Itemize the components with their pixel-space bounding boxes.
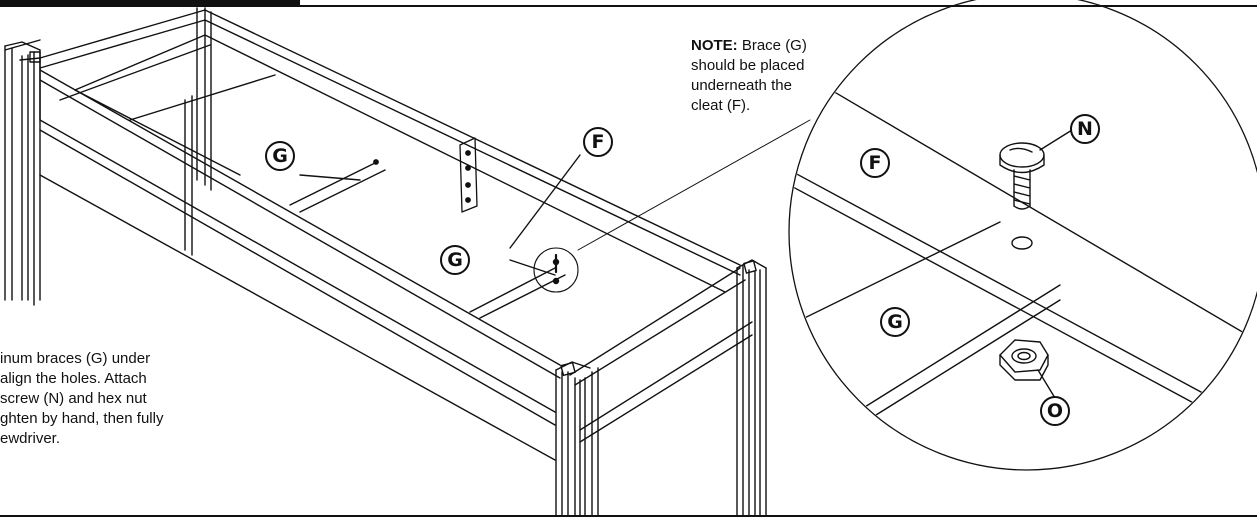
callout-detail-brace-g: G — [880, 307, 910, 337]
instruction-line-5: ewdriver. — [0, 430, 61, 447]
header-bar — [0, 0, 300, 7]
callout-brace-g-left: G — [265, 141, 295, 171]
instruction-text: inum braces (G) under align the holes. A… — [0, 349, 280, 449]
header-rule — [300, 5, 1257, 7]
callout-detail-cleat-f: F — [860, 148, 890, 178]
callout-cleat-f: F — [583, 127, 613, 157]
instruction-line-1: inum braces (G) under — [0, 350, 151, 367]
screw-n-illustration — [999, 142, 1045, 210]
note-line-1: Brace (G) — [737, 37, 807, 54]
callout-detail-screw-n: N — [1070, 114, 1100, 144]
hex-nut-o-illustration — [999, 339, 1049, 381]
callout-brace-g-center: G — [440, 245, 470, 275]
instruction-line-4: ghten by hand, then fully — [0, 410, 164, 427]
note-text: NOTE: Brace (G) should be placed underne… — [691, 36, 881, 116]
note-label: NOTE: — [691, 37, 738, 54]
footer-rule — [0, 515, 1257, 517]
planter-box-drawing — [4, 7, 811, 516]
callout-detail-hex-nut-o: O — [1040, 396, 1070, 426]
note-line-3: underneath the — [691, 77, 792, 94]
instruction-line-2: align the holes. Attach — [0, 370, 147, 387]
instruction-line-3: screw (N) and hex nut — [0, 390, 147, 407]
note-line-4: cleat (F). — [691, 97, 751, 114]
note-line-2: should be placed — [691, 57, 805, 74]
